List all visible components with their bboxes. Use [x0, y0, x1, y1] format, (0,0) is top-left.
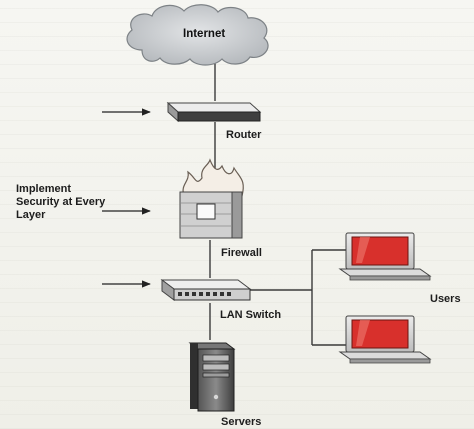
- computer-icon: [338, 315, 432, 364]
- cloud-icon: [126, 4, 269, 66]
- servers-label: Servers: [221, 416, 262, 428]
- internet-label: Internet: [183, 28, 226, 40]
- firewall-label: Firewall: [221, 247, 262, 259]
- switch-icon: [160, 279, 252, 301]
- firewall-icon: [179, 158, 244, 239]
- lan-switch-label: LAN Switch: [220, 309, 282, 321]
- users-label: Users: [430, 293, 461, 305]
- computer-icon: [338, 232, 432, 281]
- server-icon: [188, 342, 236, 412]
- router-icon: [166, 101, 262, 123]
- router-label: Router: [226, 129, 262, 141]
- security-note-label: Implement Security at Every Layer: [16, 183, 106, 221]
- connection-lines: [209, 60, 347, 346]
